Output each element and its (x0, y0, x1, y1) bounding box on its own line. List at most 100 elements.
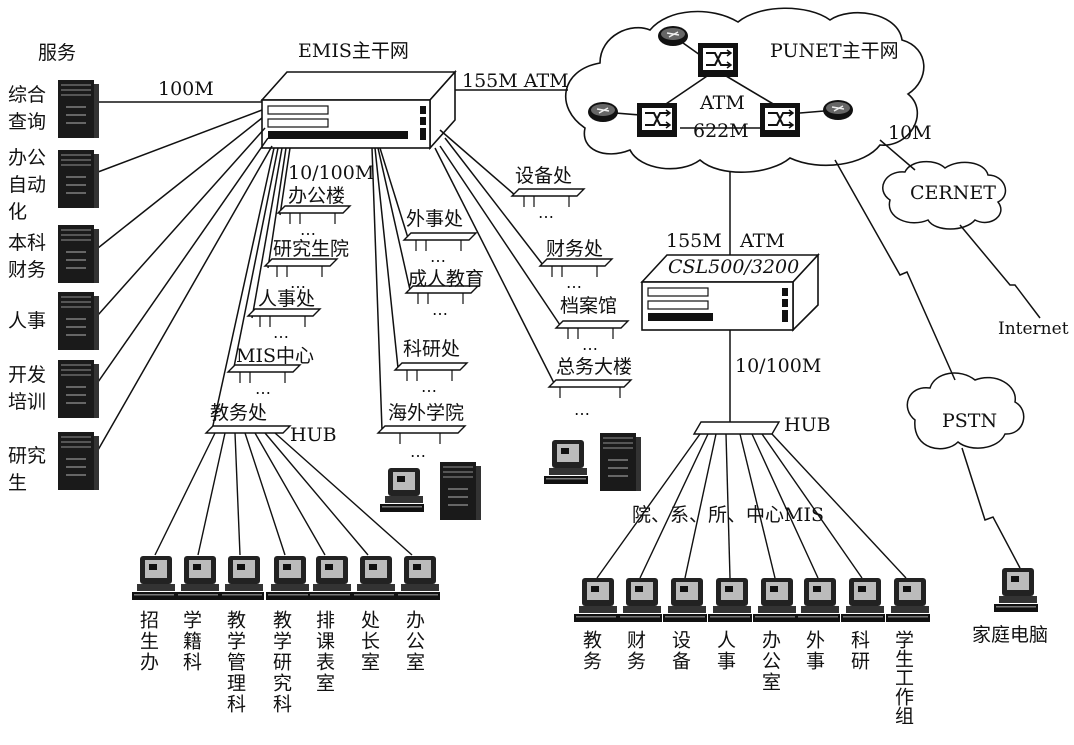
terminal-label: 财务 (624, 630, 646, 672)
csl-hub-label: HUB (784, 414, 831, 436)
punet-router-top (658, 26, 688, 46)
ellipsis: … (300, 220, 317, 239)
research-label: 科研处 (403, 338, 460, 360)
personnel-label: 人事处 (258, 288, 315, 310)
finance-label: 财务处 (546, 238, 603, 260)
emis-title: EMIS主干网 (298, 40, 409, 62)
terminal-label: 人事 (714, 630, 736, 672)
atm-speed-label: 622M (693, 120, 749, 142)
pc-icon (396, 556, 440, 600)
mis-center-label: MIS中心 (236, 345, 314, 367)
ellipsis: … (273, 323, 290, 342)
foreign-affairs-label: 外事处 (406, 208, 463, 230)
punet-switch-left (637, 103, 677, 137)
csl-speed-label: 155M (666, 230, 722, 252)
server-tower-icon (58, 80, 99, 138)
server-label: 研究 生 (8, 443, 46, 497)
terminal-label: 外事 (803, 630, 825, 672)
server-tower-icon (58, 225, 99, 283)
punet-switch-right (760, 103, 800, 137)
server-tower-icon (600, 433, 641, 491)
dept-group-label: 院、系、所、中心MIS (632, 504, 824, 526)
terminal-label: 处长室 (358, 610, 380, 673)
ellipsis: … (574, 400, 591, 419)
punet-router-right (823, 100, 853, 120)
equipment-label: 设备处 (515, 165, 572, 187)
terminal-label: 学籍科 (180, 610, 202, 673)
punet-cloud (566, 8, 924, 172)
terminal-label: 招生办 (137, 610, 159, 673)
overseas-label: 海外学院 (388, 402, 464, 424)
ellipsis: … (432, 300, 449, 319)
csl-model-label: CSL500/3200 (668, 256, 799, 278)
ellipsis: … (430, 247, 447, 266)
server-label: 综合 查询 (8, 82, 46, 136)
server-tower-icon (58, 432, 99, 490)
pc-icon (220, 556, 264, 600)
pc-icon (663, 578, 707, 622)
academic-affairs-label: 教务处 (210, 402, 267, 424)
pc-icon (753, 578, 797, 622)
terminal-label: 学生工作组 (892, 630, 914, 725)
server-label: 人事 (8, 308, 46, 335)
atm-label: ATM (700, 92, 745, 114)
pc-icon (352, 556, 396, 600)
office-building-label: 办公楼 (288, 185, 345, 207)
servers-heading: 服务 (38, 42, 76, 64)
general-affairs-label: 总务大楼 (556, 356, 632, 378)
pc-icon (266, 556, 310, 600)
pc-icon (308, 556, 352, 600)
office-speed-label: 10/100M (288, 162, 374, 184)
cernet-label: CERNET (910, 182, 996, 204)
adult-edu-label: 成人教育 (408, 268, 484, 290)
pc-icon (886, 578, 930, 622)
archives-label: 档案馆 (560, 295, 617, 317)
terminal-label: 科研 (848, 630, 870, 672)
terminal-label: 办公室 (403, 610, 425, 673)
ellipsis: … (582, 335, 599, 354)
pc-icon (176, 556, 220, 600)
ellipsis: … (566, 273, 583, 292)
terminal-label: 办公室 (759, 630, 781, 693)
pc-icon (618, 578, 662, 622)
pc-icon (708, 578, 752, 622)
server-label: 本科 财务 (8, 230, 46, 284)
pc-icon (380, 468, 424, 512)
pc-icon (132, 556, 176, 600)
ellipsis: … (410, 442, 427, 461)
terminal-label: 教务 (580, 630, 602, 672)
punet-switch-top (698, 43, 738, 77)
pstn-label: PSTN (942, 410, 997, 432)
server-label: 办公 自动 化 (8, 145, 46, 226)
pc-icon (574, 578, 618, 622)
server-tower-icon (58, 360, 99, 418)
link-label-155m-atm: 155M ATM (462, 70, 569, 92)
terminal-label: 排课表室 (313, 610, 335, 694)
link-label-100m: 100M (158, 78, 214, 100)
punet-title: PUNET主干网 (770, 40, 899, 62)
server-tower-icon (58, 150, 99, 208)
home-pc-label: 家庭电脑 (972, 624, 1048, 646)
csl-lan-label: 10/100M (735, 355, 821, 377)
grad-school-label: 研究生院 (273, 238, 349, 260)
emis-switch (262, 72, 455, 148)
terminal-label: 教学研究科 (270, 610, 292, 715)
ellipsis: … (538, 203, 555, 222)
pc-icon (796, 578, 840, 622)
hub-label: HUB (290, 424, 337, 446)
internet-label: Internet (998, 318, 1069, 340)
csl-hub-bar (694, 422, 779, 434)
server-tower-icon (440, 462, 481, 520)
punet-router-left (588, 102, 618, 122)
pc-icon (841, 578, 885, 622)
terminal-label: 教学管理科 (224, 610, 246, 715)
ellipsis: … (255, 379, 272, 398)
link-label-10m: 10M (888, 122, 932, 144)
pc-icon (544, 440, 588, 484)
terminal-label: 设备 (669, 630, 691, 672)
server-tower-icon (58, 292, 99, 350)
academic-links (155, 433, 412, 555)
csl-atm-label: ATM (740, 230, 785, 252)
pc-icon (994, 568, 1038, 612)
ellipsis: … (421, 377, 438, 396)
